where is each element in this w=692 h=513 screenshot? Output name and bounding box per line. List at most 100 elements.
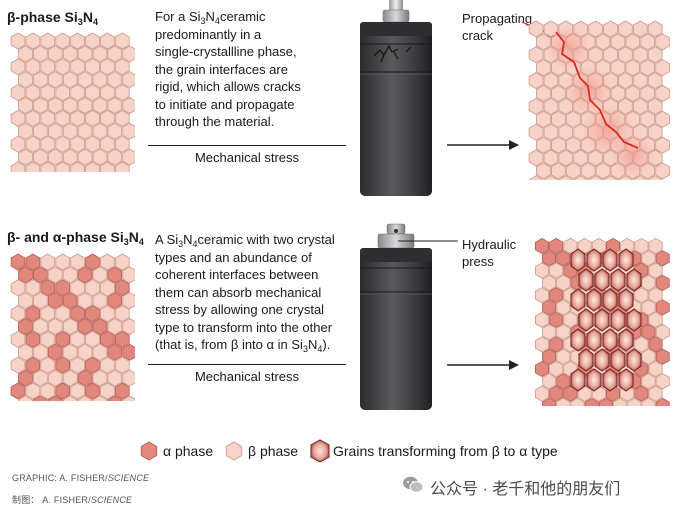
- beta-grain: [556, 348, 571, 365]
- beta-grain: [40, 32, 56, 50]
- alpha-grain: [542, 250, 557, 267]
- beta-grain: [655, 110, 670, 128]
- beta-grain: [114, 253, 130, 271]
- alpha-grain: [25, 330, 41, 348]
- beta-grain: [40, 84, 56, 102]
- beta-grain: [558, 175, 574, 180]
- transforming-grain: [618, 368, 634, 392]
- legend-transform-swatch: [310, 439, 330, 463]
- beta-grain: [25, 32, 41, 50]
- beta-grain: [558, 123, 574, 141]
- beta-grain: [655, 85, 670, 102]
- panel1-description: For a Si3N4ceramic predominantly in a si…: [155, 9, 301, 129]
- transforming-grain: [610, 268, 626, 292]
- panel2-stress-label: Mechanical stress: [194, 369, 300, 384]
- beta-grain: [18, 97, 33, 114]
- beta-grain: [25, 58, 41, 76]
- alpha-grain: [542, 348, 557, 365]
- beta-grain: [18, 71, 33, 89]
- beta-grain: [70, 135, 85, 153]
- beta-grain: [85, 161, 100, 172]
- beta-grain: [122, 45, 135, 63]
- beta-grain: [47, 45, 63, 63]
- beta-grain: [77, 122, 93, 140]
- alpha-grain: [40, 279, 56, 297]
- alpha-grain: [655, 250, 670, 267]
- beta-grain: [613, 397, 628, 406]
- beta-grain: [641, 373, 656, 390]
- crack-line: [555, 31, 639, 149]
- alpha-grain: [47, 395, 63, 401]
- beta-grain: [92, 292, 108, 310]
- transforming-grain: [570, 248, 586, 272]
- beta-grain: [536, 110, 551, 128]
- beta-grain: [10, 58, 26, 76]
- beta-grain-swatch: [225, 441, 243, 461]
- alpha-grain: [542, 397, 557, 406]
- beta-grain: [77, 395, 93, 401]
- beta-grain: [534, 311, 550, 328]
- alpha-grain: [556, 373, 571, 390]
- beta-grain: [528, 175, 544, 180]
- beta-grain: [100, 382, 115, 400]
- panel2-transforming-lattice: [534, 238, 670, 406]
- beta-grain: [641, 299, 656, 316]
- alpha-grain: [122, 343, 135, 361]
- transforming-grain: [618, 288, 634, 312]
- beta-grain: [107, 45, 123, 63]
- beta-grain: [648, 385, 663, 402]
- alpha-grain: [114, 330, 130, 348]
- transforming-grain: [618, 328, 634, 352]
- beta-grain: [543, 97, 559, 115]
- alpha-grain: [549, 385, 564, 402]
- beta-grain: [655, 373, 670, 390]
- beta-grain: [100, 109, 115, 127]
- beta-grain: [610, 33, 626, 51]
- beta-grain: [92, 45, 108, 63]
- beta-grain: [70, 382, 85, 400]
- beta-grain: [558, 149, 574, 167]
- beta-grain: [92, 369, 108, 387]
- beta-grain: [32, 318, 48, 335]
- beta-grain: [107, 122, 123, 140]
- beta-grain: [563, 238, 578, 255]
- panel1-cracked-lattice: [528, 20, 670, 180]
- beta-grain: [603, 20, 618, 38]
- beta-grain: [107, 97, 123, 114]
- beta-grain: [122, 122, 135, 140]
- beta-grain: [528, 46, 544, 64]
- beta-grain: [70, 253, 85, 271]
- beta-grain: [632, 46, 648, 64]
- beta-grain: [647, 123, 663, 141]
- beta-grain: [40, 330, 56, 348]
- beta-grain: [542, 324, 557, 341]
- alpha-grain: [32, 266, 48, 284]
- alpha-grain-swatch: [140, 441, 158, 461]
- transforming-grain: [602, 248, 618, 272]
- beta-grain: [580, 162, 596, 180]
- beta-grain: [550, 162, 566, 180]
- beta-grain: [55, 84, 70, 102]
- beta-grain: [595, 33, 611, 51]
- transforming-grain: [594, 348, 610, 372]
- beta-grain: [534, 385, 550, 402]
- transforming-grain: [594, 308, 610, 332]
- beta-grain: [10, 305, 26, 323]
- beta-grain: [641, 250, 656, 267]
- beta-grain: [640, 33, 655, 51]
- beta-grain: [10, 356, 26, 374]
- beta-grain: [648, 238, 663, 255]
- alpha-grain: [55, 356, 70, 374]
- beta-grain: [77, 343, 93, 361]
- alpha-grain: [549, 238, 564, 255]
- transforming-grain: [626, 268, 642, 292]
- beta-grain: [543, 175, 559, 180]
- alpha-grain: [55, 279, 70, 297]
- panel2-title: β- and α-phase Si3N4: [7, 229, 144, 247]
- transforming-grain: [578, 348, 594, 372]
- alpha-grain: [18, 266, 33, 284]
- beta-grain: [47, 318, 63, 335]
- beta-grain: [32, 122, 48, 140]
- beta-grain: [543, 72, 559, 90]
- beta-grain: [77, 292, 93, 310]
